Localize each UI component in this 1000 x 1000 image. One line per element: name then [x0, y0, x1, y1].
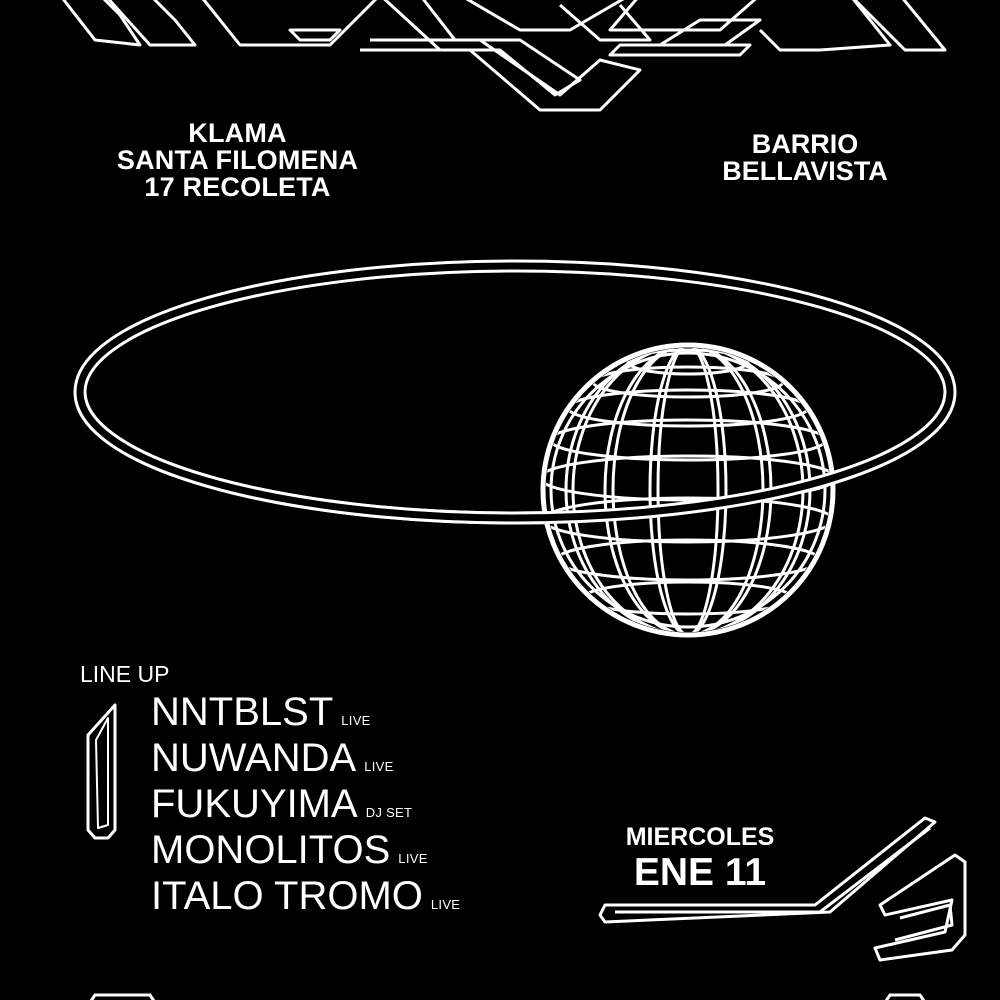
- logo-stroke: [465, 0, 625, 32]
- lineup-item: NNTBLST LIVE: [151, 690, 460, 736]
- globe-longitude: [648, 348, 728, 632]
- logo-stroke: [659, 18, 762, 47]
- district-line: BARRIO: [751, 129, 859, 159]
- logo-stroke: [107, 0, 197, 47]
- lineup-list: NNTBLST LIVE NUWANDA LIVE FUKUYIMA DJ SET M…: [151, 690, 460, 920]
- globe-latitude: [546, 454, 830, 502]
- artist-tag: LIVE: [398, 851, 428, 866]
- logo-stroke: [852, 0, 947, 52]
- bottom-edge-ornament: [89, 993, 156, 1000]
- artist-name: NUWANDA: [151, 736, 357, 780]
- logo-stroke: [202, 0, 378, 47]
- district-name: BARRIO BELLAVISTA: [680, 131, 930, 185]
- artist-name: NNTBLST: [151, 690, 334, 734]
- logo-stroke: [758, 0, 892, 52]
- artist-name: FUKUYIMA: [151, 782, 358, 826]
- globe-latitude: [546, 496, 830, 544]
- artist-tag: LIVE: [341, 713, 371, 728]
- artist-tag: LIVE: [430, 897, 461, 912]
- logo-stroke: [559, 3, 652, 42]
- artist-name: MONOLITOS: [151, 828, 391, 872]
- logo-stroke: [360, 38, 642, 112]
- bottom-edge-ornament: [884, 993, 926, 1000]
- artist-tag: DJ SET: [365, 805, 413, 820]
- lineup-heading: LINE UP: [80, 661, 170, 687]
- artist-name: ITALO TROMO: [151, 874, 423, 918]
- lineup-item: ITALO TROMO LIVE: [151, 874, 460, 920]
- artist-tag: LIVE: [364, 759, 394, 774]
- district-line: BELLAVISTA: [722, 156, 888, 186]
- venue-line: KLAMA: [188, 118, 287, 148]
- lineup-item: NUWANDA LIVE: [151, 736, 460, 782]
- logo-stroke: [61, 0, 142, 47]
- lineup-item: MONOLITOS LIVE: [151, 828, 460, 874]
- venue-address: KLAMA SANTA FILOMENA 17 RECOLETA: [40, 120, 435, 201]
- logo-stroke: [288, 28, 342, 42]
- lineup-item: FUKUYIMA DJ SET: [151, 782, 460, 828]
- logo-graphic: [61, 0, 947, 112]
- date-day: ENE 11: [633, 851, 767, 894]
- venue-line: SANTA FILOMENA: [116, 145, 359, 175]
- date-weekday: MIERCOLES: [625, 823, 775, 851]
- venue-line: 17 RECOLETA: [144, 172, 331, 202]
- globe-longitude: [656, 348, 720, 632]
- event-date: MIERCOLES ENE 11: [600, 823, 800, 895]
- logo-stroke: [608, 43, 752, 57]
